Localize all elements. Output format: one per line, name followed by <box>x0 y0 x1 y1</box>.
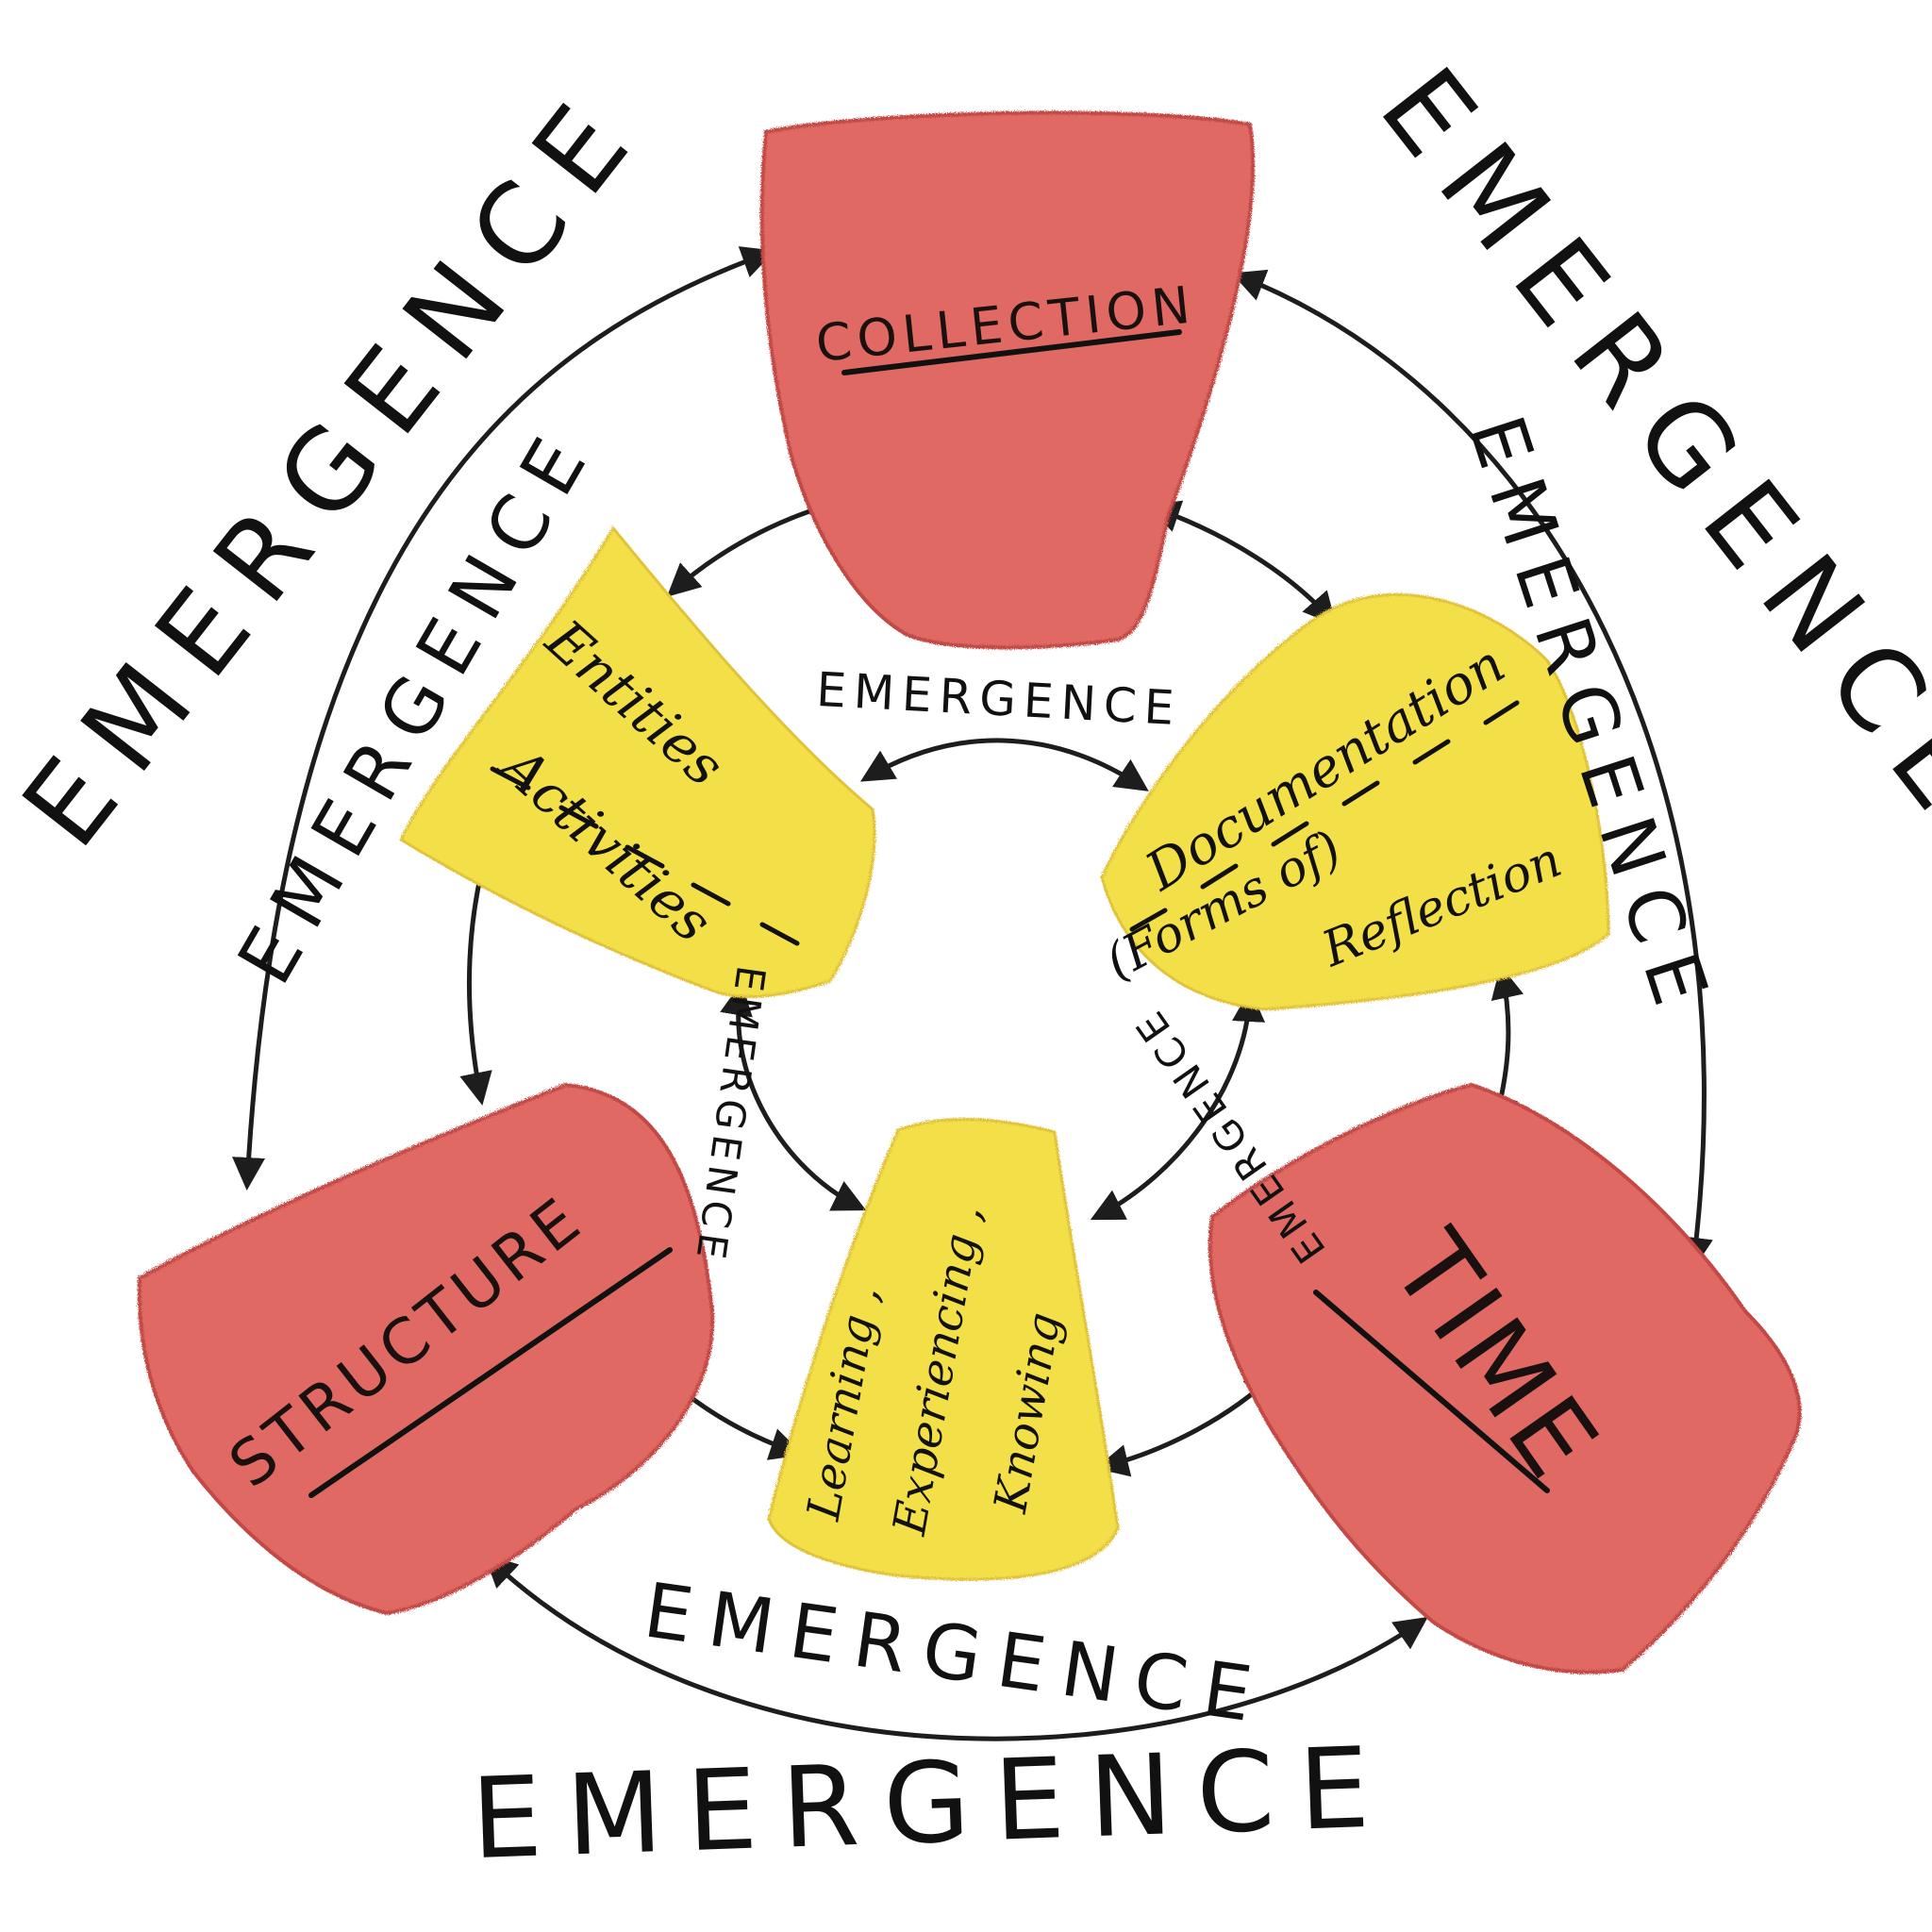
time-node: TIME <box>1208 1082 1802 1674</box>
documentation-separator-4 <box>1341 780 1380 807</box>
documentation-reflection-node: Documentation (Forms of) Reflection <box>1096 592 1610 1011</box>
structure-underline <box>308 1247 673 1498</box>
outer-arrow-collection-time <box>1231 269 1713 1271</box>
collection-underline <box>841 329 1182 375</box>
outer-arrow-collection-structure <box>232 246 775 1191</box>
documentation-separator-3 <box>1271 821 1309 847</box>
emergence-outer-bottom: EMERGENCE <box>469 1722 1395 1884</box>
documentation-separator-2 <box>1200 863 1239 890</box>
middle-arrow-time-learning <box>1095 1371 1279 1477</box>
emergence-inner-left: EMERGENCE <box>687 963 774 1268</box>
entities-separator-3 <box>625 844 665 869</box>
entities-separator-1 <box>490 766 531 791</box>
entities-separator-2 <box>558 805 599 829</box>
outer-arrow-structure-time <box>483 1554 1428 1741</box>
structure-node: STRUCTURE <box>137 1082 715 1616</box>
entities-separator-5 <box>759 922 800 946</box>
documentation-separator-6 <box>1483 700 1520 725</box>
emergence-middle-bottom: EMERGENCE <box>639 1566 1274 1740</box>
learning-node: Learning , Experiencing , Knowing <box>767 1118 1120 1581</box>
middle-arrow-collection-documentation <box>1146 500 1337 626</box>
emergence-inner-top: EMERGENCE <box>815 662 1183 736</box>
middle-arrow-entities-structure <box>459 847 495 1106</box>
collection-node: COLLECTION <box>759 110 1256 650</box>
entities-activities-node: Entities Activities <box>399 525 876 999</box>
inner-arrow-documentation-learning <box>1090 989 1265 1221</box>
entities-separator-4 <box>691 882 731 907</box>
inner-arrow-entities-documentation <box>859 738 1149 791</box>
inner-arrow-entities-learning <box>720 982 867 1211</box>
documentation-separator-1 <box>1129 908 1168 932</box>
documentation-separator-5 <box>1412 739 1451 765</box>
time-underline <box>1313 1290 1550 1493</box>
